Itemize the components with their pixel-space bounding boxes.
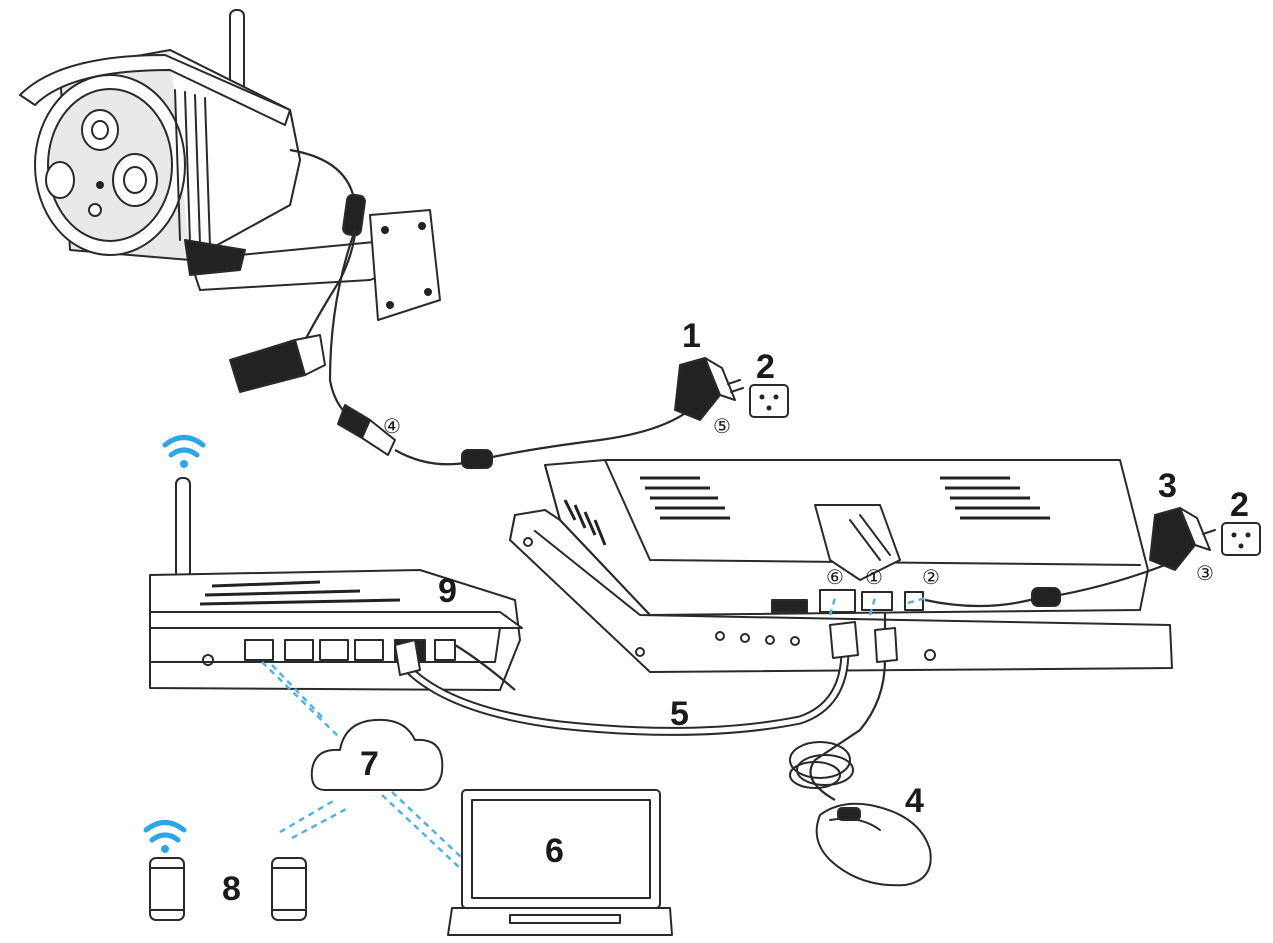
mouse-icon xyxy=(815,802,932,887)
port-marker-5: ⑤ xyxy=(713,414,731,438)
label-4: 4 xyxy=(905,782,924,820)
label-2-right: 2 xyxy=(1230,486,1249,524)
power-adapter-icon xyxy=(1149,507,1216,571)
port-marker-2: ② xyxy=(922,565,940,589)
port-marker-1: ① xyxy=(865,565,883,589)
label-5: 5 xyxy=(670,695,689,733)
cable-ferrite xyxy=(461,449,493,469)
label-9: 9 xyxy=(438,572,457,610)
phone-icon xyxy=(149,857,185,921)
port-marker-6: ⑥ xyxy=(826,565,844,589)
nvr-icon xyxy=(509,459,1173,673)
wall-outlet-icon xyxy=(1221,522,1261,556)
label-7: 7 xyxy=(360,745,379,783)
cloud-icon xyxy=(310,718,444,791)
phone-icon xyxy=(271,857,307,921)
wall-outlet-icon xyxy=(749,384,789,418)
label-6: 6 xyxy=(545,832,564,870)
network-links xyxy=(261,596,926,871)
laptop-icon xyxy=(447,789,673,936)
camera-power-cable xyxy=(394,409,691,466)
port-marker-3: ③ xyxy=(1196,561,1214,585)
port-marker-4: ④ xyxy=(383,414,401,438)
label-1: 1 xyxy=(682,317,701,355)
wifi-icon xyxy=(143,820,187,853)
label-8: 8 xyxy=(222,870,241,908)
label-3: 3 xyxy=(1158,467,1177,505)
wifi-icon xyxy=(162,435,206,468)
router-icon xyxy=(149,477,523,691)
label-2-top: 2 xyxy=(756,348,775,386)
power-adapter-icon xyxy=(674,357,744,421)
nvr-power-cable xyxy=(924,563,1166,608)
camera-icon xyxy=(19,9,441,456)
